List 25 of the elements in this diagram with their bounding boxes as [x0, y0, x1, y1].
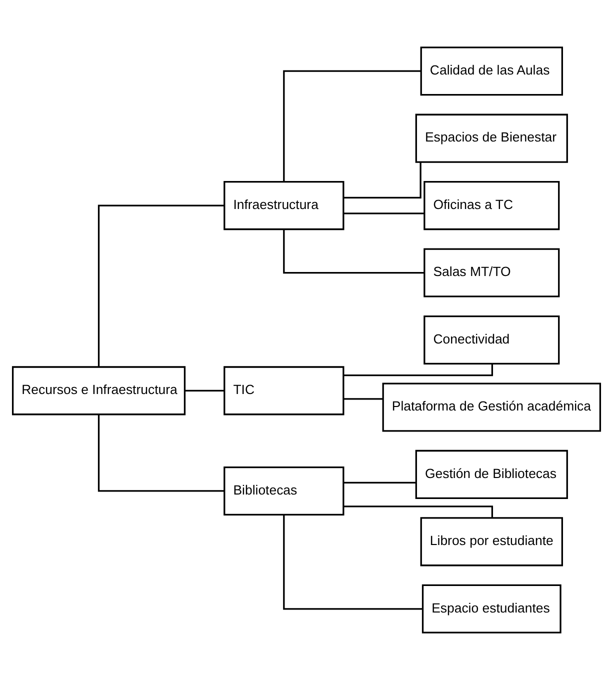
- node-box: Gestión de Bibliotecas: [415, 449, 568, 498]
- node-box: Espacios de Bienestar: [415, 113, 568, 162]
- node-box: Bibliotecas: [224, 466, 344, 515]
- node-box: Espacio estudiantes: [422, 584, 562, 633]
- node-box: Infraestructura: [224, 180, 344, 230]
- connector: [343, 212, 424, 214]
- connector: [343, 398, 384, 400]
- connector: [344, 363, 494, 376]
- connector: [98, 414, 224, 492]
- node-box: Libros por estudiante: [420, 516, 563, 566]
- node-box: Recursos e Infraestructura: [12, 366, 186, 415]
- node-box: Plataforma de Gestión académica: [382, 382, 602, 432]
- connector: [98, 204, 224, 366]
- connector: [184, 389, 224, 392]
- connector: [343, 481, 416, 484]
- node-box: Conectividad: [424, 314, 560, 364]
- node-box: Calidad de las Aulas: [420, 46, 563, 96]
- connector: [283, 514, 423, 610]
- connector: [283, 70, 422, 182]
- connector: [344, 505, 494, 518]
- node-box: Salas MT/TO: [424, 248, 560, 297]
- connector: [283, 228, 424, 274]
- connector: [343, 162, 422, 198]
- node-box: TIC: [224, 366, 344, 415]
- node-box: Oficinas a TC: [424, 180, 560, 230]
